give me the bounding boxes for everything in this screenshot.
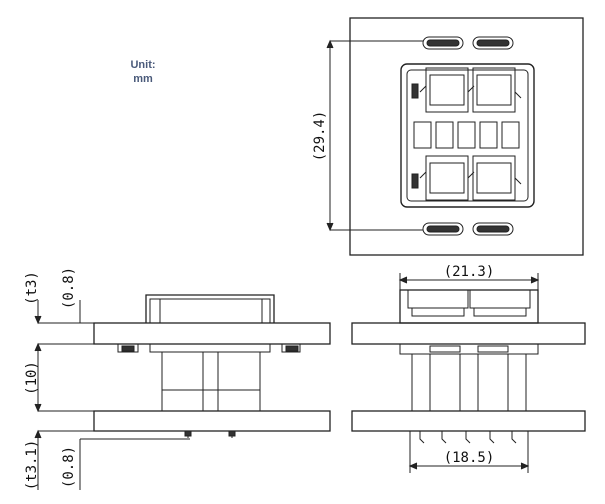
side-view bbox=[34, 294, 331, 490]
connector-body bbox=[400, 63, 535, 208]
upper-plate bbox=[93, 322, 331, 345]
dim-21-3: (21.3) bbox=[444, 264, 495, 280]
dim-18-5: (18.5) bbox=[444, 450, 495, 466]
unit-value: mm bbox=[133, 73, 153, 85]
mounting-slots bbox=[422, 36, 514, 236]
dim-10: (10) bbox=[24, 361, 40, 395]
end-upper-plate bbox=[351, 322, 586, 345]
end-view bbox=[351, 273, 586, 473]
face-plate bbox=[349, 17, 584, 256]
dim-29-4-lines bbox=[326, 39, 423, 232]
front-view bbox=[326, 17, 584, 256]
unit-label: Unit: bbox=[130, 59, 156, 71]
dim-0-8-top: (0.8) bbox=[61, 267, 77, 309]
dim-t3: (t3) bbox=[24, 271, 40, 305]
dim-0-8-bottom: (0.8) bbox=[61, 446, 77, 488]
lower-plate bbox=[93, 410, 331, 432]
dim-t3-1: (t3.1) bbox=[24, 440, 40, 491]
unit-note: Unit: mm bbox=[118, 58, 168, 86]
dim-29-4: (29.4) bbox=[312, 111, 328, 162]
end-lower-plate bbox=[351, 410, 586, 432]
